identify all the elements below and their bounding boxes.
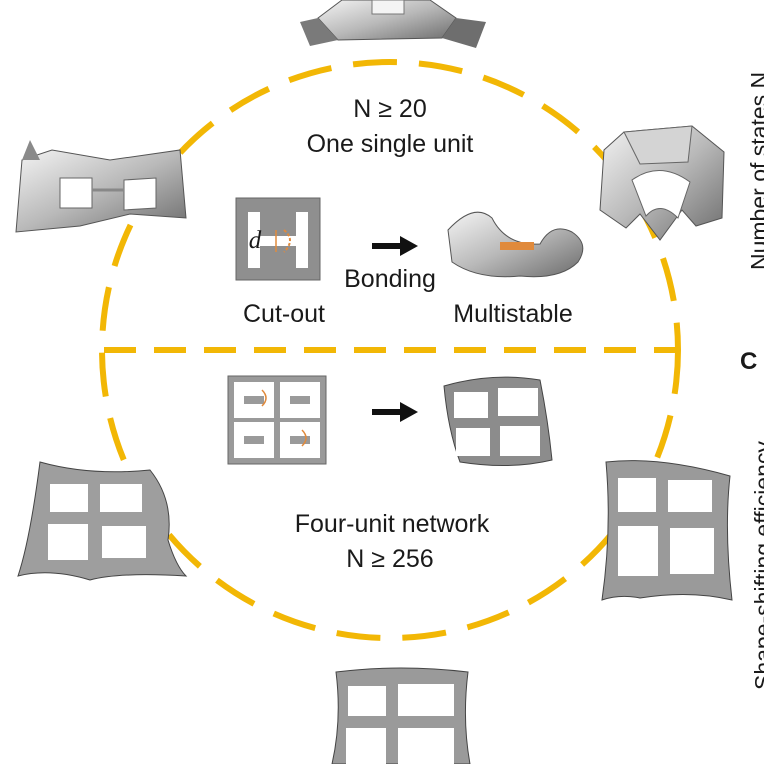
panel-letter-c: C — [740, 348, 758, 375]
shape-right-network — [601, 460, 733, 601]
axis-label-states: Number of states N — [746, 72, 764, 270]
multistable-shape — [447, 211, 584, 278]
d-label: d — [248, 227, 262, 254]
cutout-label: Cut-out — [243, 300, 325, 328]
bonding-label: Bonding — [344, 265, 436, 293]
shape-left-network — [17, 461, 188, 581]
axis-label-efficiency: Shape-shifting efficiency — [750, 441, 764, 690]
network-shape — [443, 376, 553, 467]
shape-top-left — [15, 140, 187, 233]
n-bottom-label: N ≥ 256 — [346, 545, 434, 573]
shape-bottom-network — [331, 667, 471, 765]
unit-label: One single unit — [306, 130, 474, 158]
dashed-ring — [99, 59, 681, 641]
n-top-label: N ≥ 20 — [353, 95, 427, 123]
arrow-bottom-icon — [372, 402, 418, 422]
multistable-label: Multistable — [453, 300, 573, 328]
four-unit-cutout — [227, 375, 327, 465]
shape-top — [300, 0, 486, 48]
arrow-top-icon — [372, 236, 418, 256]
network-label: Four-unit network — [294, 510, 490, 538]
shape-top-right — [599, 125, 725, 241]
cutout-unit — [235, 197, 321, 281]
